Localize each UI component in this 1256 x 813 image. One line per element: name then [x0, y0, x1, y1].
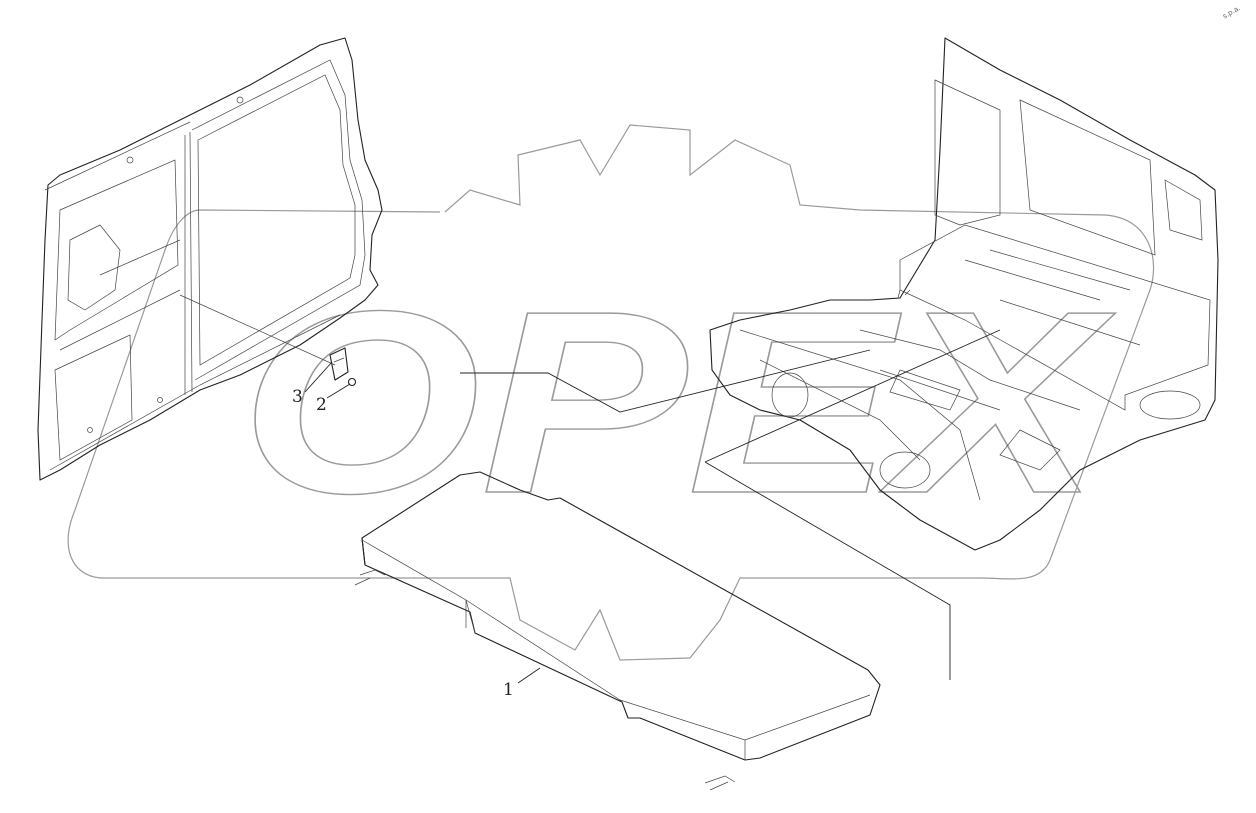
- callout-1: 1: [503, 680, 514, 700]
- callout-3: 3: [292, 387, 303, 407]
- bracket-part-3: [329, 347, 349, 381]
- leader-floor-right: [704, 329, 1001, 680]
- corner-mark: s.p.a.: [1221, 4, 1242, 20]
- mat-part-1: [354, 471, 881, 791]
- left-side-panel: [37, 37, 383, 481]
- leader-part-2: [326, 383, 351, 399]
- watermark-logo: OPEX: [67, 124, 1155, 661]
- bolt-part-2: [179, 294, 357, 387]
- leader-floor-left: [460, 349, 871, 413]
- leader-part-3: [304, 361, 333, 393]
- leader-part-1: [517, 667, 541, 684]
- watermark-text: OPEX: [240, 258, 1116, 548]
- callout-2: 2: [316, 395, 327, 415]
- floor-assembly: [709, 37, 1219, 551]
- watermark-gear: [67, 124, 1155, 661]
